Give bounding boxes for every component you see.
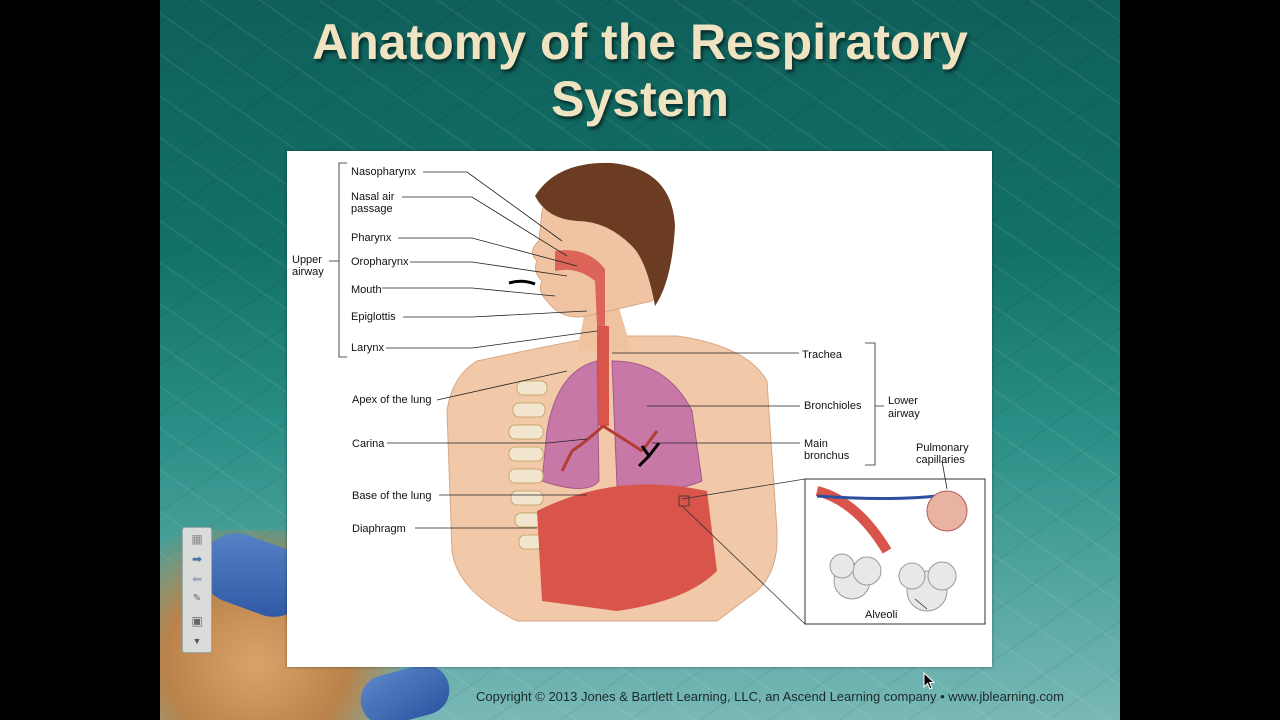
slide-title: Anatomy of the Respiratory System <box>160 14 1120 128</box>
label-epiglottis: Epiglottis <box>351 311 396 323</box>
chevron-down-icon[interactable]: ▼ <box>192 636 202 646</box>
diaphragm-shape <box>537 484 717 611</box>
label-mouth: Mouth <box>351 284 382 296</box>
label-upper-airway-1: Upper <box>292 254 322 266</box>
label-main-bronchus-2: bronchus <box>804 450 850 462</box>
anatomy-figure: Nasopharynx Nasal air passage Pharynx Or… <box>287 151 992 667</box>
slide: Anatomy of the Respiratory System <box>160 0 1120 720</box>
label-carina: Carina <box>352 438 385 450</box>
label-bronchioles: Bronchioles <box>804 400 862 412</box>
mouse-cursor-icon <box>923 672 935 690</box>
label-oropharynx: Oropharynx <box>351 256 409 268</box>
trachea-shape <box>597 326 609 426</box>
inset-source-box <box>678 495 690 507</box>
capillary-cluster <box>926 490 968 532</box>
anatomy-diagram: Nasopharynx Nasal air passage Pharynx Or… <box>292 162 986 625</box>
label-alveoli: Alveoli <box>865 609 897 621</box>
arrow-left-icon[interactable]: ⬅ <box>191 572 203 586</box>
vessel-inset-shape <box>816 494 938 500</box>
label-apex-of-lung: Apex of the lung <box>352 394 432 406</box>
monitor-icon[interactable]: ▣ <box>191 614 203 628</box>
ribs <box>508 380 548 550</box>
label-lower-airway-2: airway <box>888 408 920 420</box>
label-pulmonary-capillaries-2: capillaries <box>916 454 965 466</box>
slide-toolbar: ▦ ➡ ⬅ ✎ ▣ ▼ <box>182 527 212 653</box>
right-lung-shape <box>541 360 600 489</box>
label-lower-airway-1: Lower <box>888 395 918 407</box>
label-nasal-air-passage-1: Nasal air <box>351 191 395 203</box>
label-pharynx: Pharynx <box>351 232 392 244</box>
upper-airway-shape <box>555 250 605 326</box>
label-nasopharynx: Nasopharynx <box>351 166 416 178</box>
inset-connector <box>681 478 806 625</box>
label-trachea: Trachea <box>802 349 843 361</box>
pen-icon[interactable]: ✎ <box>192 593 202 604</box>
grid-icon[interactable]: ▦ <box>191 532 203 546</box>
hair-shape <box>535 162 675 306</box>
annotation-mark <box>508 279 536 286</box>
annotation-mark <box>637 442 661 468</box>
title-line-2: System <box>551 71 729 127</box>
bronchial-tree <box>560 424 659 472</box>
label-larynx: Larynx <box>351 342 385 354</box>
label-nasal-air-passage-2: passage <box>351 203 393 215</box>
arrow-right-icon[interactable]: ➡ <box>191 552 203 566</box>
bronchiole-inset-shape <box>815 486 892 554</box>
leader-lines <box>329 162 948 610</box>
label-base-of-lung: Base of the lung <box>352 490 432 502</box>
label-pulmonary-capillaries-1: Pulmonary <box>916 442 969 454</box>
label-upper-airway-2: airway <box>292 266 324 278</box>
label-main-bronchus-1: Main <box>804 438 828 450</box>
label-diaphragm: Diaphragm <box>352 523 406 535</box>
copyright-text: Copyright © 2013 Jones & Bartlett Learni… <box>476 689 1064 704</box>
title-line-1: Anatomy of the Respiratory <box>312 14 968 70</box>
